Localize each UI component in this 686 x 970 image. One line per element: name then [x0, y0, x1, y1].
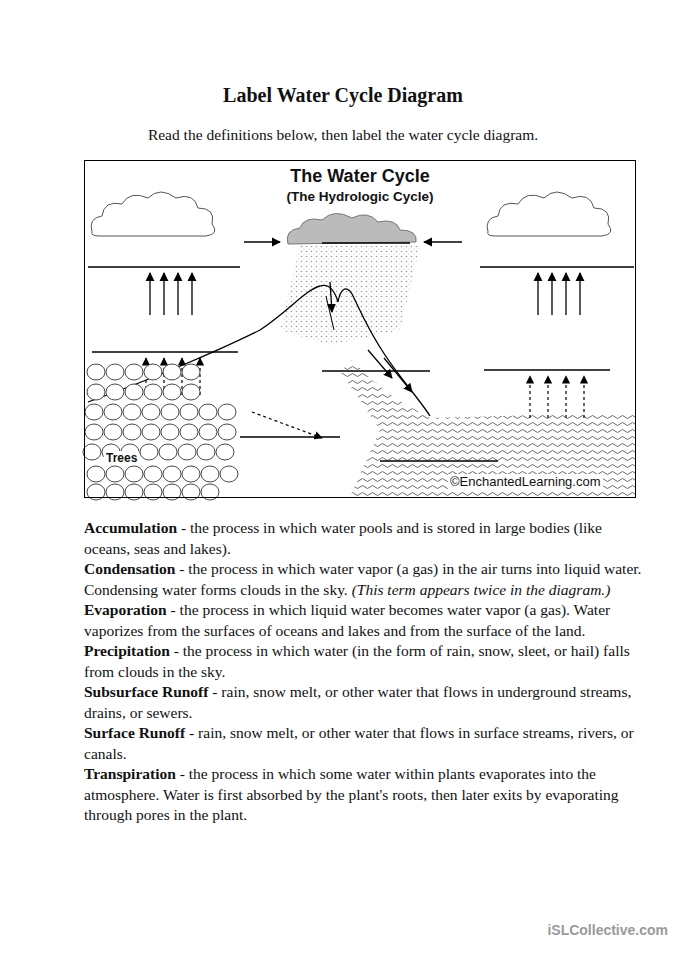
term: Condensation [84, 560, 175, 577]
rain-cloud [287, 213, 416, 244]
watermark: iSLCollective.com [547, 922, 668, 938]
term: Surface Runoff [84, 724, 185, 741]
term: Precipitation [84, 642, 170, 659]
copyright: ©EnchantedLearning.com [448, 474, 603, 489]
definition: Transpiration- the process in which some… [84, 764, 644, 826]
instruction: Read the definitions below, then label t… [0, 126, 686, 144]
answer-line [88, 243, 634, 461]
term: Accumulation [84, 519, 177, 536]
tree-label: Trees [104, 451, 139, 465]
mountain [88, 285, 430, 416]
term: Subsurface Runoff [84, 683, 208, 700]
diagram-heading: The Water Cycle [85, 165, 635, 187]
term: Transpiration [84, 765, 176, 782]
river [340, 360, 430, 470]
note: (This term appears twice in the diagram.… [352, 581, 611, 598]
definition: Surface Runoff- rain, snow melt, or othe… [84, 723, 644, 764]
definition: Subsurface Runoff- rain, snow melt, or o… [84, 682, 644, 723]
definitions: Accumulation- the process in which water… [84, 518, 644, 826]
rain-area [280, 246, 420, 345]
trees [83, 364, 238, 500]
diagram-subheading: (The Hydrologic Cycle) [85, 188, 635, 206]
diagram-frame: The Water Cycle(The Hydrologic Cycle) [84, 160, 636, 498]
definition: Condensation- the process in which water… [84, 559, 644, 600]
term: Evaporation [84, 601, 167, 618]
definition: Evaporation- the process in which liquid… [84, 600, 644, 641]
definition: Precipitation- the process in which wate… [84, 641, 644, 682]
definition: Accumulation- the process in which water… [84, 518, 644, 559]
page-title: Label Water Cycle Diagram [0, 84, 686, 107]
